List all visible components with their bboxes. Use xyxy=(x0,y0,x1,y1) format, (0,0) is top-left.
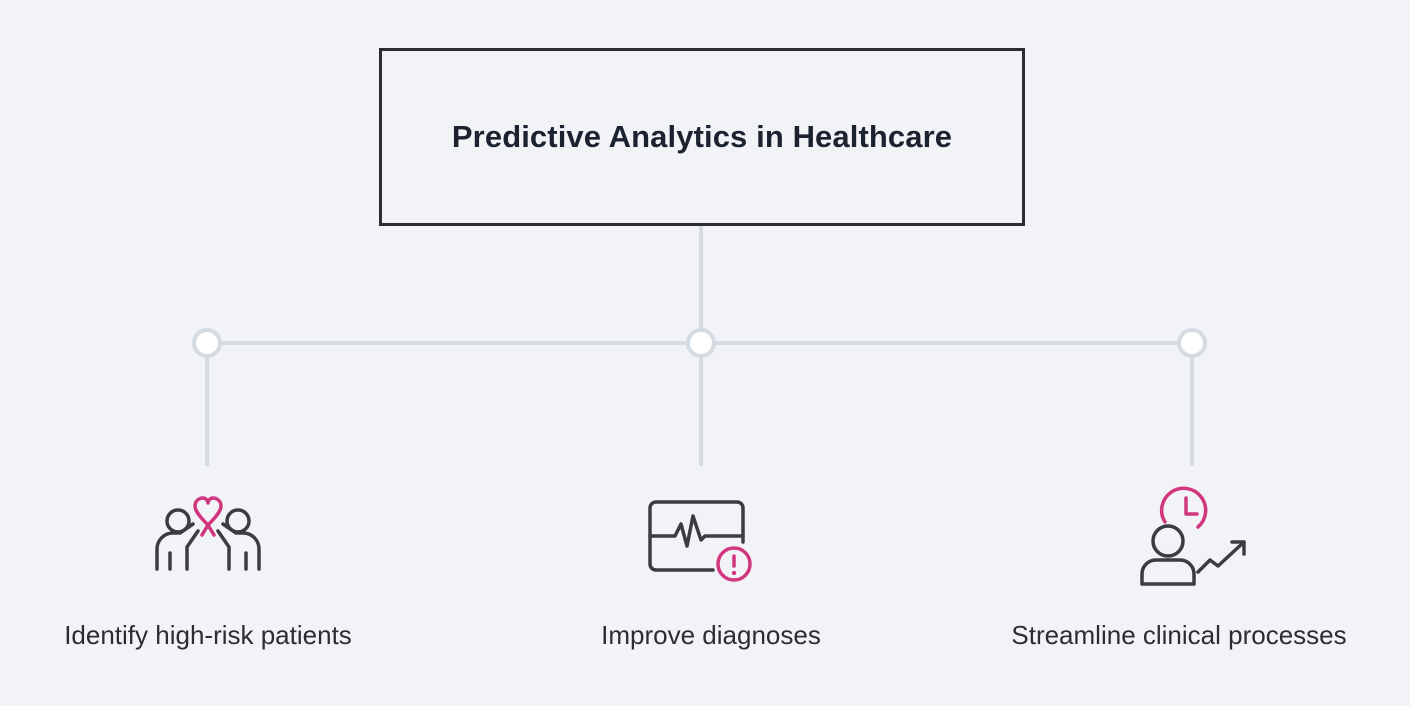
title-box: Predictive Analytics in Healthcare xyxy=(379,48,1025,226)
branch-node-3 xyxy=(1177,328,1207,358)
branch-node-2 xyxy=(686,328,716,358)
branch-label-streamline-clinical-processes: Streamline clinical processes xyxy=(1011,620,1347,650)
people-heart-icon xyxy=(155,496,261,571)
branch-node-1 xyxy=(192,328,222,358)
diagram-title: Predictive Analytics in Healthcare xyxy=(451,119,953,154)
branch-label-improve-diagnoses: Improve diagnoses xyxy=(601,620,821,650)
branch-label-identify-high-risk-patients: Identify high-risk patients xyxy=(64,620,352,650)
person-clock-growth-icon xyxy=(1140,486,1246,586)
heart-monitor-alert-icon xyxy=(648,500,752,582)
